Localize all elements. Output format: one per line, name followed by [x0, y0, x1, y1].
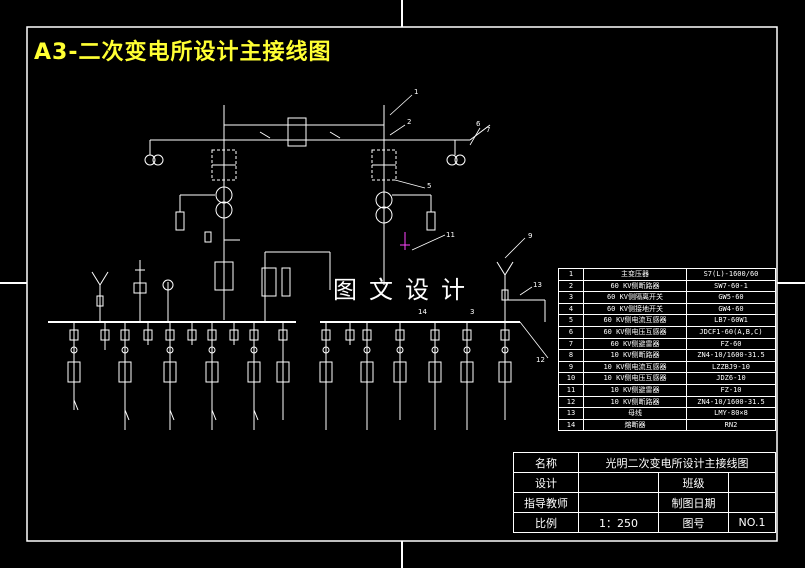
- callout-11: 11: [446, 231, 455, 239]
- equipment-model: LZZBJ9-10: [686, 360, 776, 374]
- equipment-no: 11: [558, 383, 584, 397]
- equipment-model: RN2: [686, 418, 776, 432]
- equipment-no: 3: [558, 291, 584, 304]
- equipment-no: 6: [558, 325, 584, 339]
- date-label: 制图日期: [658, 492, 729, 513]
- equipment-no: 12: [558, 395, 584, 409]
- callout-6: 6: [476, 120, 481, 128]
- watermark: 图文设计: [333, 276, 477, 304]
- equipment-model: GW4-60: [686, 302, 776, 316]
- equipment-model: LB7-60W1: [686, 314, 776, 327]
- feeders-left: [67, 322, 290, 430]
- title-block: 名称 光明二次变电所设计主接线图 设计 班级 指导教师 制图日期 比例 1：25…: [513, 452, 776, 533]
- callout-3: 3: [470, 308, 474, 316]
- drawing-no-value: NO.1: [728, 512, 776, 533]
- class-label: 班级: [658, 472, 729, 493]
- equipment-name: 10 KV侧断路器: [583, 395, 687, 409]
- equipment-no: 1: [558, 268, 584, 281]
- drawing-title: A3-二次变电所设计主接线图: [34, 40, 332, 65]
- equipment-name: 熔断器: [583, 418, 687, 432]
- transformer-right: [371, 149, 436, 250]
- callout-13: 13: [533, 281, 542, 289]
- name-label: 名称: [513, 452, 579, 473]
- scale-value: 1：250: [578, 512, 659, 533]
- equipment-name: 10 KV侧电压互感器: [583, 372, 687, 385]
- callout-7: 7: [486, 126, 490, 134]
- equipment-no: 14: [558, 418, 584, 432]
- equipment-no: 8: [558, 349, 584, 362]
- hv-incoming-section: [144, 105, 491, 320]
- equipment-model: LMY-80×8: [686, 407, 776, 420]
- date-value: [728, 492, 776, 513]
- callout-9: 9: [528, 232, 532, 240]
- design-label: 设计: [513, 472, 579, 493]
- bus-tie: [261, 251, 331, 322]
- equipment-name: 60 KV侧断路器: [583, 279, 687, 293]
- equipment-name: 10 KV侧电流互感器: [583, 360, 687, 374]
- callout-2: 2: [407, 118, 411, 126]
- feeders-right: [319, 322, 512, 430]
- equipment-model: JDZ6-10: [686, 372, 776, 385]
- transformer-left: [175, 149, 240, 291]
- advisor-label: 指导教师: [513, 492, 579, 513]
- equipment-model: S7(L)-1600/60: [686, 268, 776, 281]
- equipment-name: 主变压器: [583, 268, 687, 281]
- callout-1: 1: [414, 88, 418, 96]
- equipment-name: 60 KV侧电流互感器: [583, 314, 687, 327]
- leader-lines: [389, 94, 549, 359]
- equipment-name: 60 KV侧电压互感器: [583, 325, 687, 339]
- equipment-name: 10 KV侧避雷器: [583, 383, 687, 397]
- equipment-name: 60 KV侧接地开关: [583, 302, 687, 316]
- equipment-no: 13: [558, 407, 584, 420]
- equipment-model: ZN4-10/1600-31.5: [686, 349, 776, 362]
- equipment-model: SW7-60-1: [686, 279, 776, 293]
- callout-14: 14: [418, 308, 427, 316]
- equipment-model: FZ-10: [686, 383, 776, 397]
- design-value: [578, 472, 659, 493]
- equipment-model: JDCF1-60(A,B,C): [686, 325, 776, 339]
- equipment-no: 9: [558, 360, 584, 374]
- equipment-name: 母线: [583, 407, 687, 420]
- name-value: 光明二次变电所设计主接线图: [578, 452, 776, 473]
- equipment-name: 60 KV侧避雷器: [583, 337, 687, 351]
- equipment-name: 60 KV侧隔离开关: [583, 291, 687, 304]
- equipment-model: FZ-60: [686, 337, 776, 351]
- class-value: [728, 472, 776, 493]
- equipment-model: ZN4-10/1600-31.5: [686, 395, 776, 409]
- scale-label: 比例: [513, 512, 579, 533]
- equipment-no: 2: [558, 279, 584, 293]
- equipment-model: GW5-60: [686, 291, 776, 304]
- equipment-no: 5: [558, 314, 584, 327]
- advisor-value: [578, 492, 659, 513]
- equipment-no: 4: [558, 302, 584, 316]
- equipment-no: 10: [558, 372, 584, 385]
- lv-pt-right: [496, 261, 546, 322]
- equipment-no: 7: [558, 337, 584, 351]
- callout-5: 5: [427, 182, 431, 190]
- equipment-name: 10 KV侧断路器: [583, 349, 687, 362]
- lv-pt-left: [91, 260, 174, 322]
- callout-12: 12: [536, 356, 545, 364]
- drawing-no-label: 图号: [658, 512, 729, 533]
